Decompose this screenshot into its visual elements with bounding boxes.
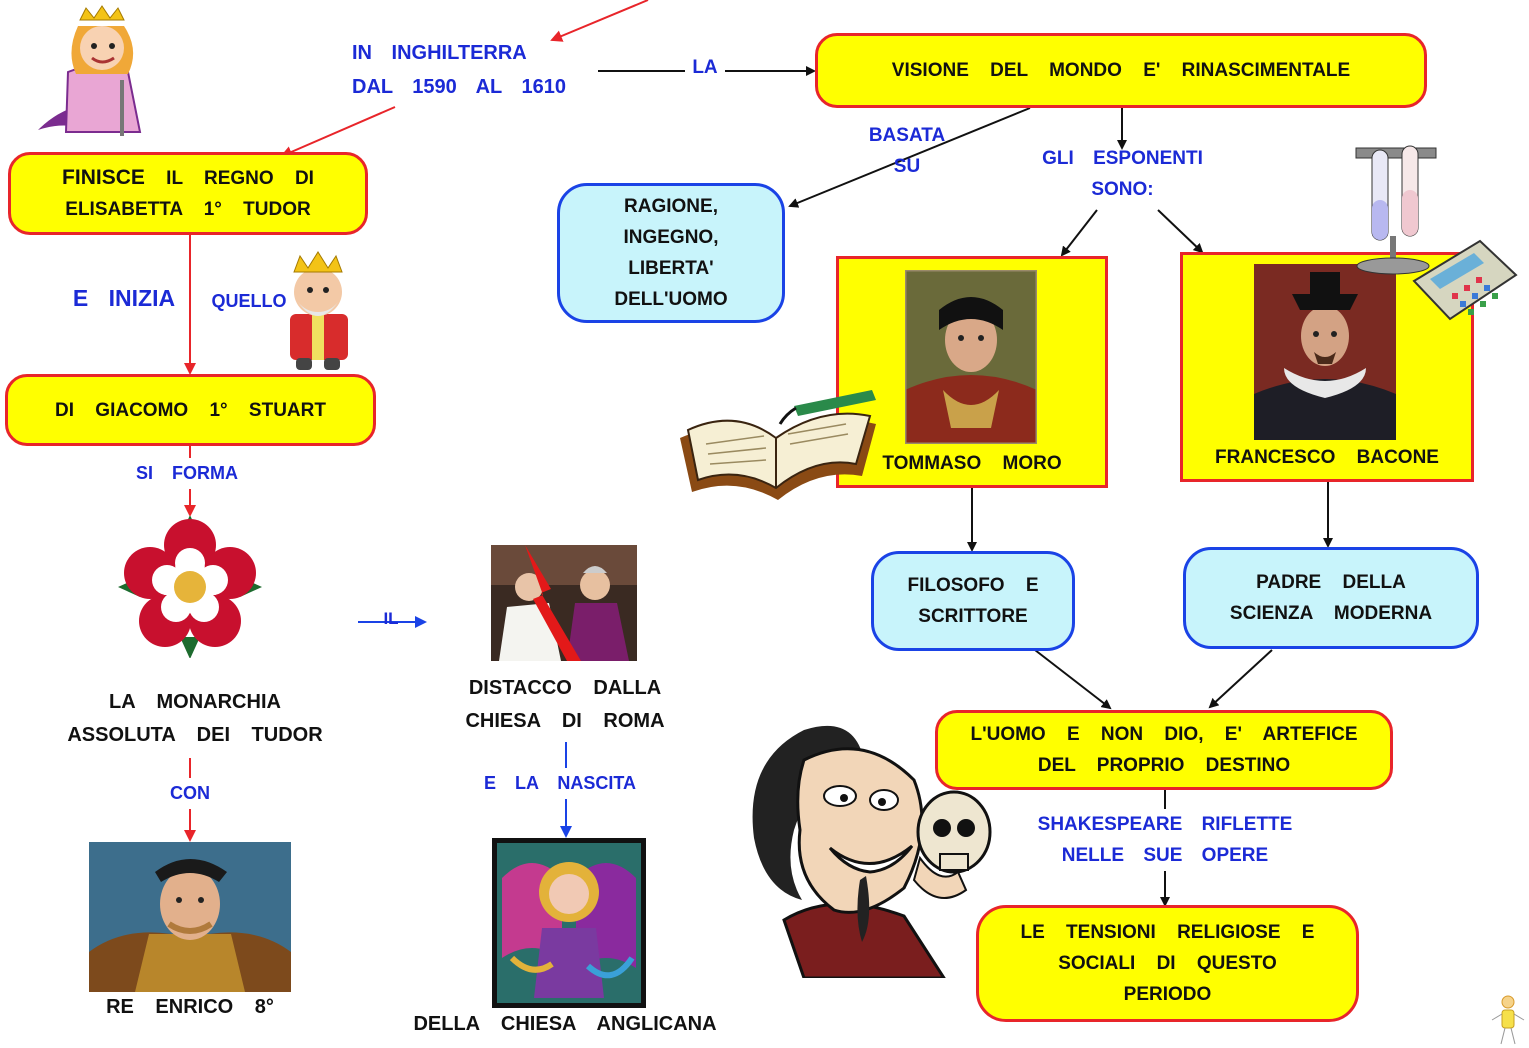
link-il: IL xyxy=(383,609,399,628)
francesco-text: FRANCESCO BACONE xyxy=(1215,447,1439,468)
ragione-node: RAGIONE, INGEGNO, LIBERTA' DELL'UOMO xyxy=(557,183,785,323)
visione-node: VISIONE DEL MONDO E' RINASCIMENTALE xyxy=(815,33,1427,108)
tensioni-text: LE TENSIONI RELIGIOSE E SOCIALI DI QUEST… xyxy=(1020,922,1315,1005)
stained-glass-angel xyxy=(492,838,646,1008)
tommaso-text: TOMMASO MORO xyxy=(882,453,1062,474)
tudor-rose-icon xyxy=(118,516,262,658)
tensioni-node: LE TENSIONI RELIGIOSE E SOCIALI DI QUEST… xyxy=(976,905,1359,1022)
padre-text: PADRE DELLA SCIENZA MODERNA xyxy=(1229,572,1433,624)
popes-photo xyxy=(491,545,637,661)
anglicana-node: DELLA CHIESA ANGLICANA xyxy=(413,1013,717,1035)
padre-node: PADRE DELLA SCIENZA MODERNA xyxy=(1183,547,1479,649)
visione-text: VISIONE DEL MONDO E' RINASCIMENTALE xyxy=(891,60,1351,81)
finisce-node: FINISCE IL REGNO DI ELISABETTA 1° TUDOR xyxy=(8,152,368,235)
giacomo-node: DI GIACOMO 1° STUART xyxy=(5,374,376,446)
test-tubes-icon xyxy=(1355,145,1437,275)
enrico-node: RE ENRICO 8° xyxy=(106,996,274,1018)
calculator-icon xyxy=(1412,239,1518,321)
francesco-bacone-portrait xyxy=(1254,264,1396,440)
uomo-node: L'UOMO E NON DIO, E' ARTEFICE DEL PROPRI… xyxy=(935,710,1393,790)
finisce-bold: FINISCE xyxy=(62,166,145,189)
distacco-node: DISTACCO DALLA CHIESA DI ROMA xyxy=(465,677,665,732)
link-esponenti: GLI ESPONENTI SONO: xyxy=(1042,148,1203,200)
period-node: IN INGHILTERRA DAL 1590 AL 1610 xyxy=(352,42,566,98)
queen-elizabeth-icon xyxy=(38,5,142,136)
finisce-text: FINISCE IL REGNO DI ELISABETTA 1° TUDOR xyxy=(62,162,314,225)
ragione-text: RAGIONE, INGEGNO, LIBERTA' DELL'UOMO xyxy=(614,196,728,310)
link-shakespeare: SHAKESPEARE RIFLETTE NELLE SUE OPERE xyxy=(1010,809,1320,871)
book-icon xyxy=(680,390,876,500)
king-henry-portrait xyxy=(89,842,291,992)
finisce-rest: IL REGNO DI ELISABETTA 1° TUDOR xyxy=(65,168,314,220)
stick-figure-icon xyxy=(1491,995,1525,1045)
link-la: LA xyxy=(685,52,725,83)
link-e-inizia: E INIZIA xyxy=(72,285,176,311)
filosofo-text: FILOSOFO E SCRITTORE xyxy=(907,575,1039,627)
tommaso-moro-portrait xyxy=(905,270,1037,444)
link-basata: BASATA SU xyxy=(868,125,946,177)
link-quello: QUELLO xyxy=(211,291,287,311)
link-si-forma: SI FORMA xyxy=(122,458,252,489)
giacomo-text: DI GIACOMO 1° STUART xyxy=(55,399,326,421)
uomo-text: L'UOMO E NON DIO, E' ARTEFICE DEL PROPRI… xyxy=(970,724,1358,776)
link-con: CON xyxy=(160,778,220,809)
monarchia-node: LA MONARCHIA ASSOLUTA DEI TUDOR xyxy=(67,691,323,746)
link-nascita: E LA NASCITA xyxy=(465,768,655,799)
filosofo-node: FILOSOFO E SCRITTORE xyxy=(871,551,1075,651)
shakespeare-caricature-icon xyxy=(752,725,992,978)
king-james-icon xyxy=(290,251,348,370)
